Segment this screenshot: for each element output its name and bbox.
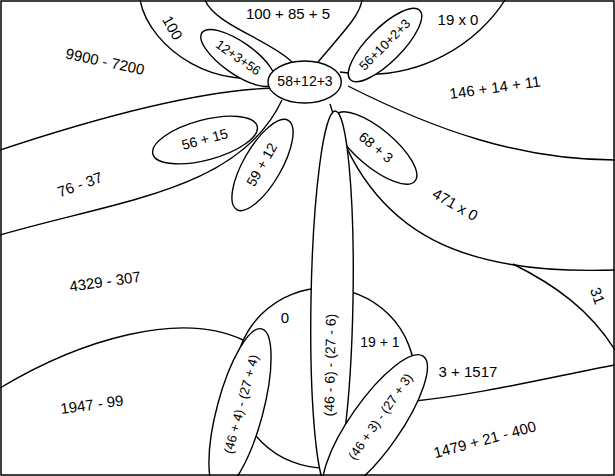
expression-text: 19 + 1 xyxy=(360,335,399,350)
expression-text: 31 xyxy=(586,285,607,306)
expression-label: 1479 + 21 - 400 xyxy=(432,418,538,461)
expression-label: 100 + 85 + 5 xyxy=(246,6,330,23)
expression-text: 146 + 14 + 11 xyxy=(449,73,542,102)
expression-text: 1479 + 21 - 400 xyxy=(432,418,538,461)
expression-text: 19 x 0 xyxy=(438,12,479,29)
petal-ellipse: 56+10+2+3 xyxy=(337,0,433,93)
shape-outline xyxy=(268,61,341,103)
expression-text: 0 xyxy=(281,310,289,327)
expression-label: 471 x 0 xyxy=(430,186,481,225)
expression-label: 146 + 14 + 11 xyxy=(449,73,542,102)
expression-label: 4329 - 307 xyxy=(68,269,141,295)
expression-text: 76 - 37 xyxy=(55,169,105,200)
expression-label: 100 xyxy=(159,13,186,43)
expression-label: 0 xyxy=(281,310,289,327)
boundary-curve xyxy=(513,264,615,350)
expression-text: 58+12+3 xyxy=(277,74,332,89)
shape-outline xyxy=(220,111,304,219)
boundary-curve xyxy=(0,328,243,388)
boundary-curve xyxy=(340,0,505,74)
shape-outline xyxy=(196,323,284,476)
expression-text: (46 - 6) - (27 - 6) xyxy=(322,314,339,417)
shape-outline xyxy=(338,0,431,92)
shape-outline xyxy=(306,342,443,476)
flower-center: 58+12+3 xyxy=(267,60,342,104)
expression-text: 100 xyxy=(159,13,186,43)
expression-text: 100 + 85 + 5 xyxy=(246,6,330,23)
expression-text: 9900 - 7200 xyxy=(64,46,146,79)
expression-text: 471 x 0 xyxy=(430,186,481,225)
expression-label: 76 - 37 xyxy=(55,169,105,200)
expression-text: 1947 - 99 xyxy=(59,392,124,417)
boundary-curve xyxy=(405,365,615,402)
expression-text: 3 + 1517 xyxy=(439,364,498,381)
expression-label: 31 xyxy=(586,285,607,306)
expression-label: 1947 - 99 xyxy=(59,392,124,417)
leaf-ellipse: (46 + 4) - (27 + 4) xyxy=(195,322,285,476)
expression-label: 19 x 0 xyxy=(438,12,479,29)
expression-label: 19 + 1 xyxy=(360,335,399,350)
expression-text: 4329 - 307 xyxy=(68,269,141,295)
expression-label: 3 + 1517 xyxy=(439,364,498,381)
expression-label: 9900 - 7200 xyxy=(64,46,146,79)
